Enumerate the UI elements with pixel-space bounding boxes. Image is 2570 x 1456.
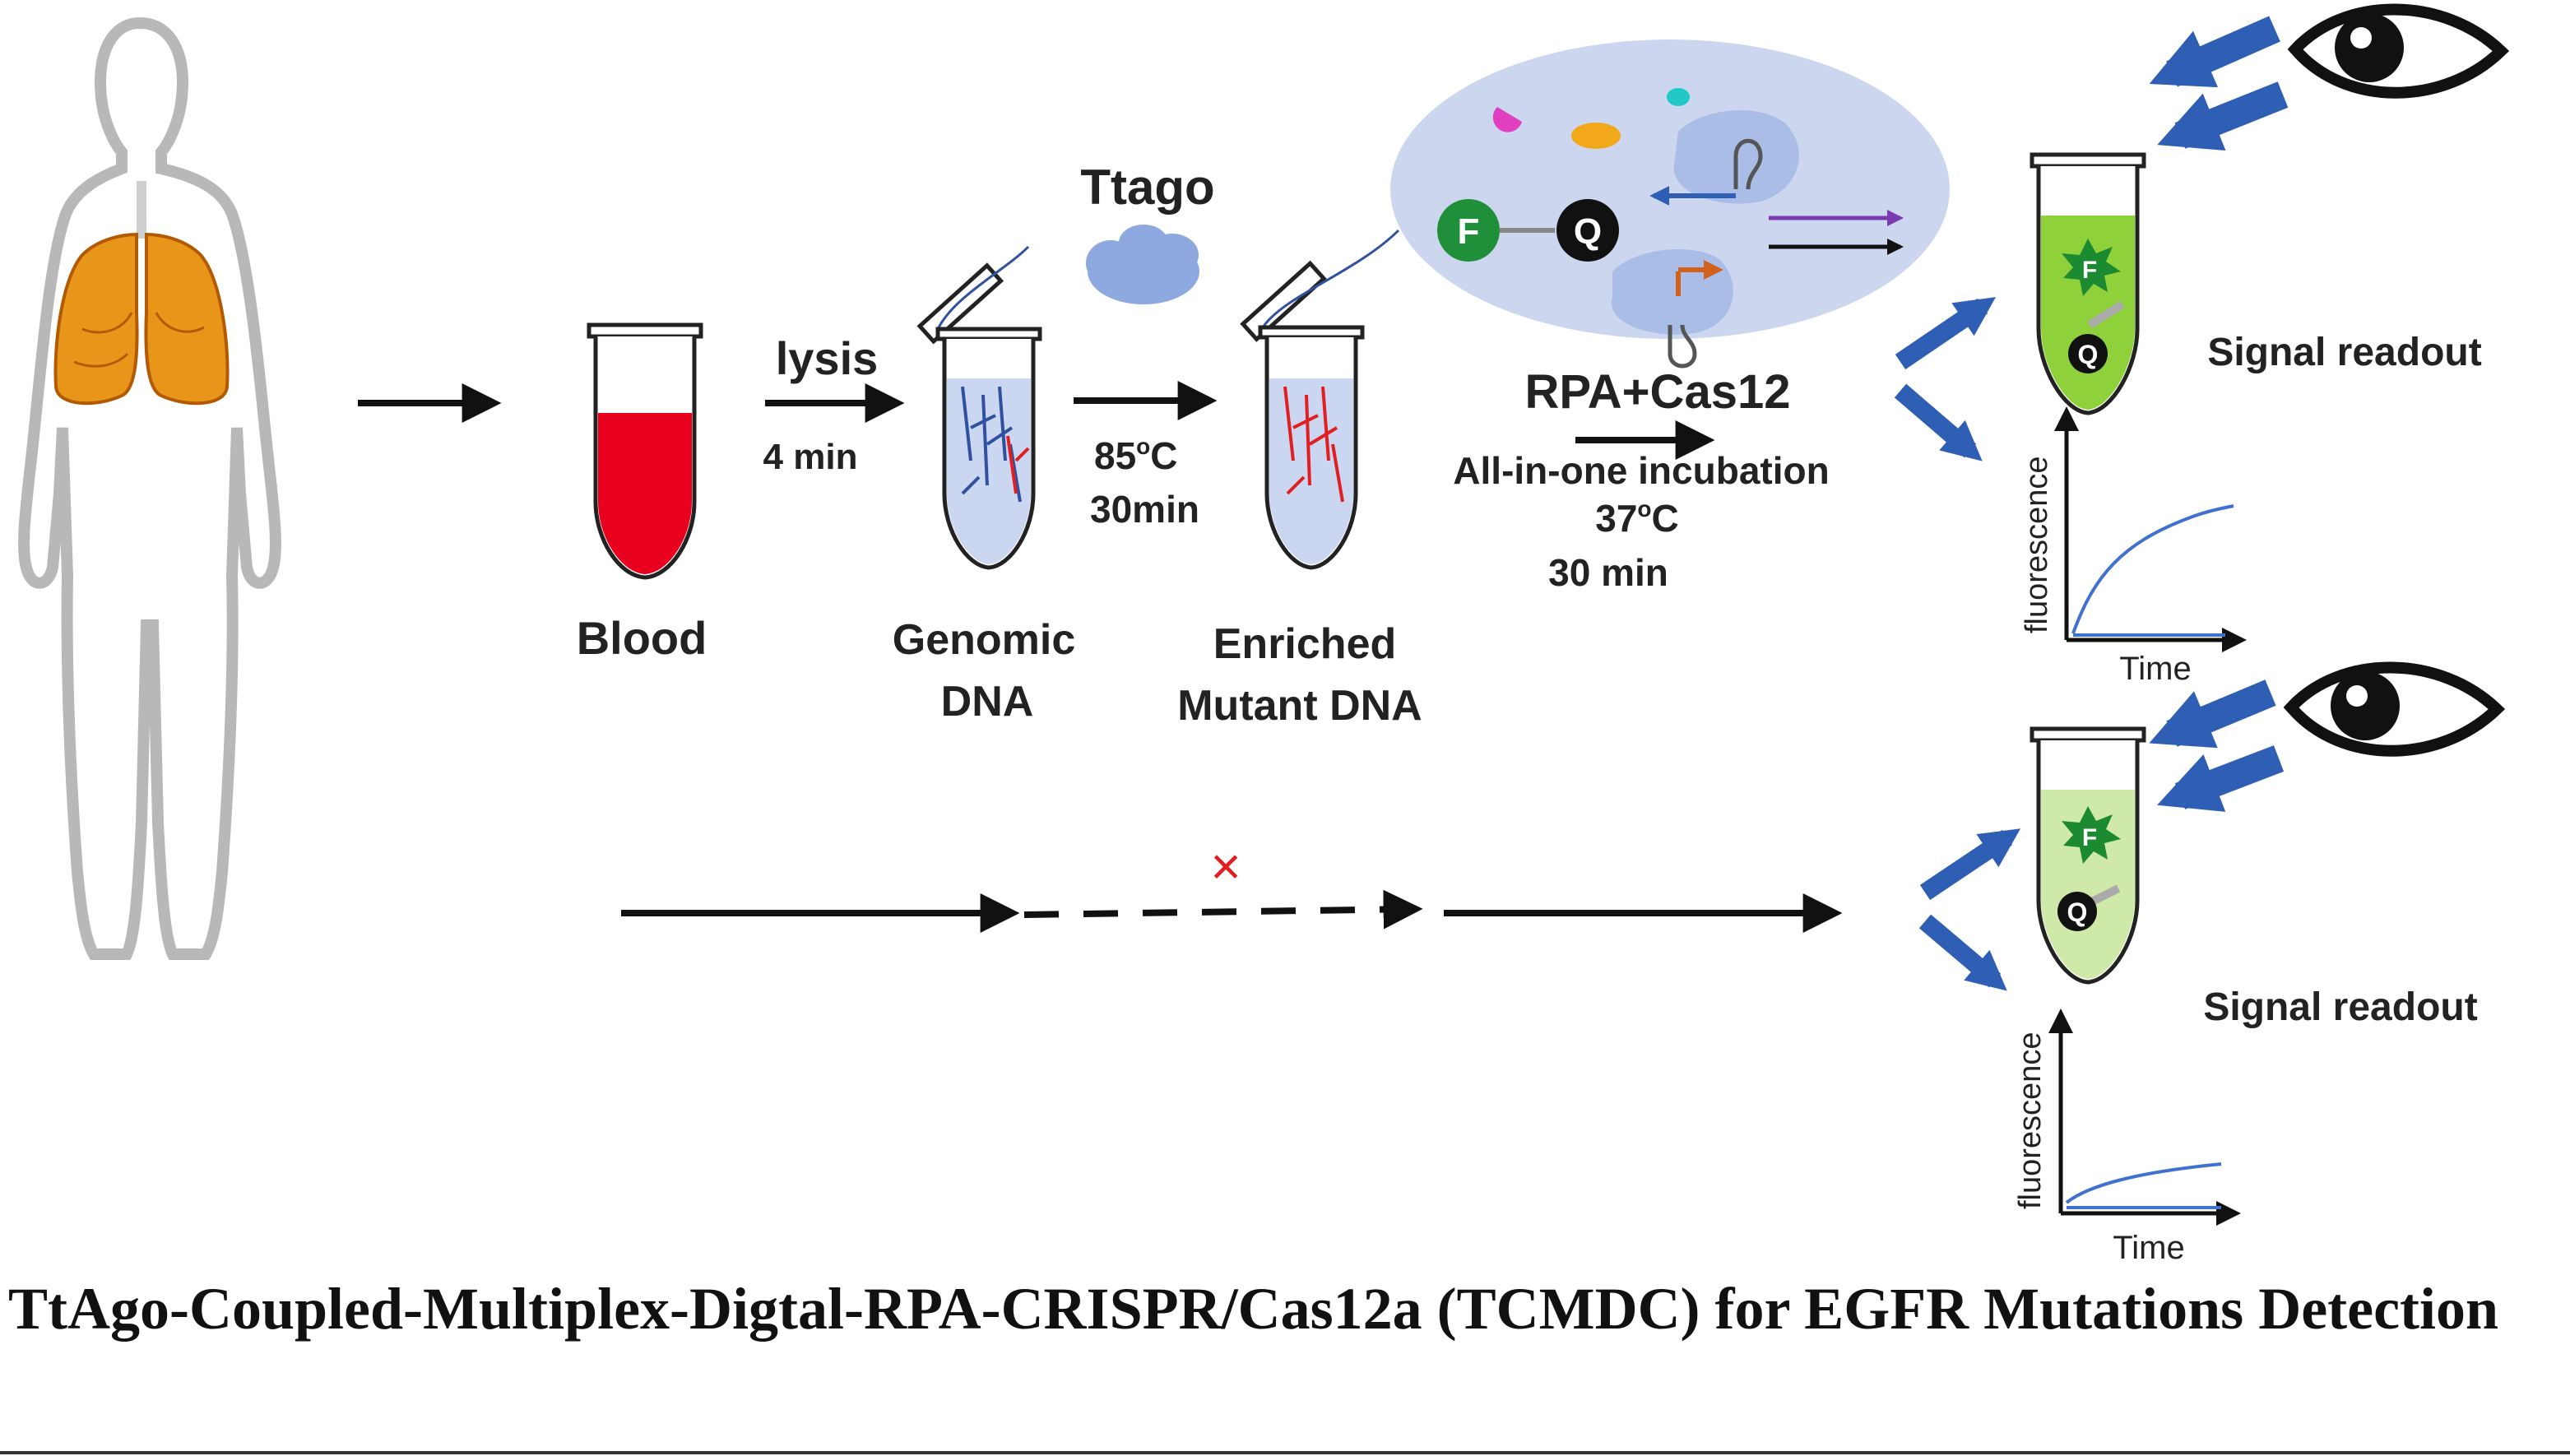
tube-bottom-F-label: F (2082, 824, 2097, 851)
fluorescence-plot-top (2054, 406, 2247, 652)
enrich-time-label: 30min (1090, 488, 1199, 531)
human-silhouette-icon (18, 16, 281, 960)
branch-arrow-plot-bottom (1918, 914, 2007, 991)
axis-y-top-label: fluorescence (2020, 457, 2054, 633)
quencher-label: Q (1574, 211, 1602, 252)
incubation-time-label: 30 min (1548, 551, 1668, 594)
genomic-label-line2: DNA (941, 678, 1034, 726)
quencher-icon (1556, 199, 1619, 262)
eye-arrow-top-2 (2157, 81, 2289, 151)
lysis-label: lysis (776, 332, 879, 384)
tube-top-F-label: F (2082, 257, 2097, 284)
genomic-dna-tube (916, 245, 1042, 570)
fluorescence-plot-bottom (2048, 1009, 2241, 1226)
axis-y-bottom-label: fluorescence (2013, 1032, 2048, 1209)
ttago-cloud-icon (1086, 225, 1199, 304)
eye-arrow-bottom-2 (2157, 745, 2285, 812)
fluorophore-icon (1437, 199, 1500, 262)
signal-readout-bottom-label: Signal readout (2203, 985, 2477, 1029)
genomic-label-line1: Genomic (893, 616, 1076, 664)
fluorophore-label: F (1458, 211, 1480, 252)
eye-arrow-bottom-1 (2149, 679, 2276, 749)
eye-arrow-top-1 (2149, 16, 2280, 88)
branch-arrow-tube-bottom (1919, 828, 2021, 901)
incubation-temp-label: 37oC (1595, 496, 1679, 540)
cross-icon: × (1210, 837, 1241, 896)
axis-x-bottom-label: Time (2113, 1230, 2184, 1266)
branch-arrow-plot-top (1894, 383, 1983, 461)
pale-tube-bottom (2030, 726, 2146, 985)
eye-icon (2287, 3, 2510, 99)
signal-readout-top-label: Signal readout (2207, 331, 2481, 374)
axis-x-top-label: Time (2119, 651, 2191, 687)
enrich-temp-label: 85oC (1094, 434, 1178, 477)
figure-caption: TtAgo-Coupled-Multiplex-Digtal-RPA-CRISP… (8, 1276, 2499, 1342)
tube-bottom-Q-label: Q (2067, 897, 2088, 927)
branch-arrow-tube-top (1895, 297, 1997, 370)
blood-tube (587, 322, 703, 580)
rpa-cas12-label: RPA+Cas12 (1525, 365, 1791, 419)
enriched-label-line2: Mutant DNA (1177, 682, 1422, 730)
ttago-label: Ttago (1080, 160, 1214, 215)
reaction-bubble (1390, 39, 1950, 369)
tube-top-Q-label: Q (2078, 340, 2099, 369)
lungs-icon (53, 181, 230, 406)
incubation-label: All-in-one incubation (1453, 449, 1829, 492)
enriched-dna-tube (1240, 229, 1400, 570)
lysis-time-label: 4 min (763, 437, 858, 477)
blood-label: Blood (577, 612, 707, 664)
enriched-label-line1: Enriched (1213, 620, 1397, 668)
eye-icon-bottom (2283, 661, 2506, 757)
green-tube-top (2030, 152, 2146, 415)
bottom-rule (0, 1451, 2570, 1454)
arrow-bottom-dashed (1023, 889, 1423, 930)
